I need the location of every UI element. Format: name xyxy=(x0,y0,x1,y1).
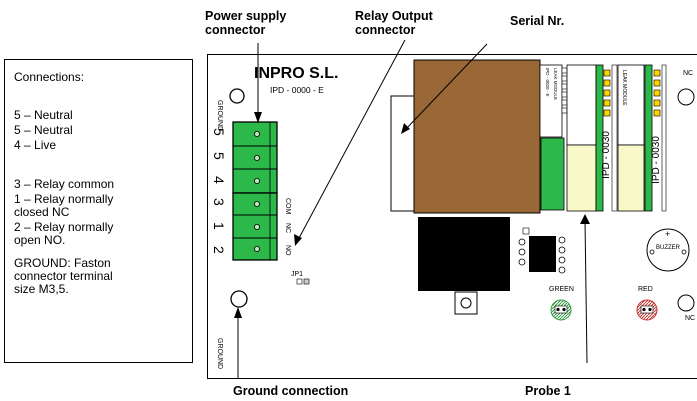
probe-module-2-board xyxy=(617,64,645,146)
probe1-callout: Probe 1 xyxy=(525,384,571,398)
legend-title: Connections: xyxy=(14,70,85,84)
terminal-number: 2 xyxy=(211,246,227,254)
jumper-pin xyxy=(303,278,310,285)
red-led-label: RED xyxy=(638,286,653,293)
relay-base xyxy=(390,95,415,212)
relay-output-callout: Relay Output connector xyxy=(355,9,433,37)
buzzer-label: BUZZER xyxy=(656,245,681,251)
nc-label-top: NC xyxy=(683,70,693,77)
ground-connection-callout: Ground connection xyxy=(233,384,349,398)
legend-line: GROUND: Faston connector terminal size M… xyxy=(14,256,113,296)
serial-nr-callout: Serial Nr. xyxy=(510,14,565,28)
buzzer xyxy=(646,228,690,272)
power-supply-callout: Power supply connector xyxy=(205,9,287,37)
module-code-2: IPD - 0030 xyxy=(651,136,662,184)
probe-module-1-board xyxy=(566,64,597,146)
power-supply-terminal-block xyxy=(232,121,278,194)
buzzer-plus: + xyxy=(665,229,670,239)
ground-label-bottom: GROUND xyxy=(216,338,223,369)
relay-output-terminal-block xyxy=(232,192,278,261)
probe-module-2-sensor xyxy=(617,144,645,212)
mini-module-code: IPD - 0020 - E xyxy=(545,68,550,97)
probe-module-2-pins xyxy=(653,69,661,117)
nc-hole-top xyxy=(677,88,695,106)
probe-module-1-side xyxy=(611,64,618,212)
mini-module-green-block xyxy=(540,137,565,211)
relay-pin-label-com: COM xyxy=(284,198,291,215)
jumper-pin xyxy=(296,278,303,285)
terminal-number: 5 xyxy=(211,152,227,160)
red-led xyxy=(636,299,658,321)
legend-line: 4 – Live xyxy=(14,138,57,152)
transformer xyxy=(418,217,510,291)
callout-lines xyxy=(237,39,588,378)
legend-line: 1 – Relay normally closed NC xyxy=(14,192,114,219)
relay-pin-label-no: NO xyxy=(284,245,291,256)
terminal-number: 5 xyxy=(211,128,227,136)
legend-line: 2 – Relay normally open NO. xyxy=(14,220,114,247)
ic-chip xyxy=(518,227,566,274)
model-code: IPD - 0000 - E xyxy=(270,85,324,95)
probe-module-1-strip xyxy=(595,64,604,212)
callout-arrowheads xyxy=(234,112,590,318)
nc-label-bottom: NC xyxy=(685,315,695,322)
leak-module-label: LEAK MODULE xyxy=(621,70,627,106)
legend-line: 5 – Neutral xyxy=(14,108,73,122)
green-led xyxy=(550,299,572,321)
probe-module-2-side xyxy=(661,64,667,212)
probe-module-1-pins xyxy=(603,69,611,117)
jumper-label: JP1 xyxy=(291,271,303,278)
terminal-number: 4 xyxy=(211,176,227,184)
mini-module-pins xyxy=(561,67,568,114)
relay-pin-label-nc: NC xyxy=(284,223,291,233)
module-code-1: IPD - 0030 xyxy=(601,131,612,179)
green-led-label: GREEN xyxy=(549,286,574,293)
probe-module-2-strip xyxy=(644,64,653,212)
relay xyxy=(413,59,541,214)
legend-line: 3 – Relay common xyxy=(14,177,115,191)
ground-label-top: GROUND xyxy=(216,100,223,131)
terminal-number: 3 xyxy=(211,198,227,206)
push-button xyxy=(454,291,478,315)
ground-hole-top xyxy=(229,88,245,104)
nc-hole-bottom xyxy=(677,294,695,312)
terminal-number: 1 xyxy=(211,222,227,230)
legend-line: 5 – Neutral xyxy=(14,123,73,137)
leak-module-small: LEAK MODULE xyxy=(553,68,558,100)
company-name: INPRO S.L. xyxy=(254,65,338,82)
ground-hole-bottom xyxy=(230,290,248,308)
connections-legend: Connections: 5 – Neutral 5 – Neutral 4 –… xyxy=(4,59,193,363)
probe-module-1-sensor xyxy=(566,144,597,212)
